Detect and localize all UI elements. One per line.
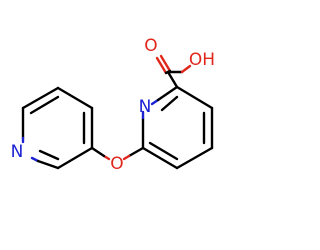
bond-ring1-d xyxy=(141,146,179,170)
bond-ring1-f-inner xyxy=(160,95,179,112)
bond-cooh-ring xyxy=(166,70,179,89)
atom-n-ring: N xyxy=(139,97,152,117)
bond-ring2-e-inner xyxy=(38,149,60,161)
molecule-drawing: O OH N O N xyxy=(11,36,215,174)
bond-ether-left xyxy=(90,146,106,158)
bond-ring2-b xyxy=(56,86,94,110)
bond-ring2-c xyxy=(21,86,60,110)
bond-ring1-c xyxy=(175,146,214,170)
bond-c-oh-red xyxy=(180,64,192,74)
bond-ether-right-red xyxy=(122,154,131,161)
bond-ether-right xyxy=(127,146,145,158)
structure-canvas: O OH N O N xyxy=(11,36,215,174)
bond-ring2-e xyxy=(36,159,60,170)
bond-ring1-f xyxy=(156,85,179,102)
bond-ring2-c-inner xyxy=(29,95,60,115)
atom-oh: OH xyxy=(189,50,215,70)
atom-o-carbonyl: O xyxy=(144,36,157,56)
bond-ring2-f xyxy=(56,146,94,170)
atom-o-ether: O xyxy=(110,154,123,174)
bond-ring1-a xyxy=(175,85,214,110)
bond-ring1-d-inner xyxy=(148,141,179,161)
bond-carbonyl-a xyxy=(155,56,168,75)
bond-ring1-f-n xyxy=(150,98,160,106)
bond-carbonyl-b xyxy=(159,54,172,73)
atom-n-pyridyl: N xyxy=(11,142,24,162)
